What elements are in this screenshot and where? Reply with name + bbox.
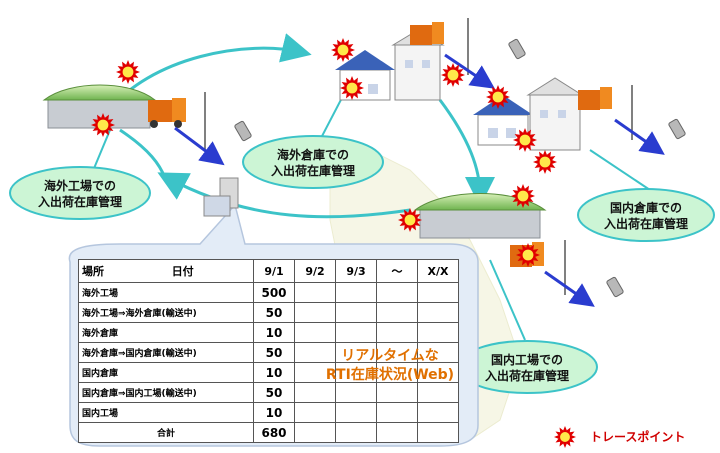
trace-point-icon: [533, 150, 557, 174]
trace-point-icon: [513, 128, 537, 152]
flow-arrow-bottom: [157, 172, 411, 219]
table-header-place-date: 場所 日付: [78, 259, 254, 283]
trace-point-icon: [516, 243, 540, 267]
legend-label: トレースポイント: [590, 430, 686, 444]
row-value: 50: [253, 302, 295, 323]
monitor-icon: [203, 177, 239, 217]
row-name: 国内倉庫: [78, 362, 254, 383]
column-header: X/X: [417, 259, 459, 283]
label-bubble-overseas-warehouse: [242, 135, 384, 189]
trace-point-icon: [331, 38, 355, 62]
domestic-factory-building: [413, 193, 547, 239]
label-domestic-warehouse: 国内倉庫での 入出荷在庫管理: [603, 201, 688, 231]
header-place: 場所: [82, 265, 104, 278]
row-value: 10: [253, 402, 295, 423]
forklift-domestic-warehouse: [578, 85, 686, 155]
row-value: 10: [253, 322, 295, 343]
realtime-status-text: リアルタイムな RTI在庫状況(Web): [325, 348, 455, 383]
row-name: 国内倉庫⇒国内工場(輸送中): [78, 382, 254, 403]
label-overseas-warehouse: 海外倉庫での 入出荷在庫管理: [270, 148, 355, 178]
total-label: 合計: [78, 422, 254, 443]
column-header: ～: [376, 259, 418, 283]
row-value: 10: [253, 362, 295, 383]
label-overseas-factory: 海外工場での 入出荷在庫管理: [37, 179, 122, 209]
trace-point-icon: [340, 76, 364, 100]
row-name: 海外工場⇒海外倉庫(輸送中): [78, 302, 254, 323]
header-date: 日付: [171, 265, 194, 278]
trace-point-icon: [398, 208, 422, 232]
label-domestic-factory: 国内工場での 入出荷在庫管理: [484, 353, 569, 383]
table-header-row: 場所 日付 9/1 9/2 9/3 ～ X/X: [78, 259, 459, 283]
label-bubble-domestic-warehouse: [577, 188, 715, 242]
row-name: 海外倉庫⇒国内倉庫(輸送中): [78, 342, 254, 363]
label-bubble-overseas-factory: [9, 166, 151, 220]
row-value: 50: [253, 382, 295, 403]
overseas-factory-building: [42, 84, 157, 129]
trace-point-icon: [441, 63, 465, 87]
total-value: 680: [253, 422, 295, 443]
trace-point-icon: [116, 60, 140, 84]
table-row: 国内倉庫⇒国内工場(輸送中)50: [78, 382, 459, 403]
table-row: 海外工場⇒海外倉庫(輸送中)50: [78, 302, 459, 323]
trace-point-icon: [486, 85, 510, 109]
flow-arrow-right: [438, 99, 495, 207]
column-header: 9/3: [335, 259, 377, 283]
forklift-overseas-warehouse: [410, 18, 526, 89]
trace-point-legend-icon: [554, 426, 576, 448]
trace-point-icon: [554, 426, 576, 448]
row-name: 海外工場: [78, 282, 254, 303]
forklift-overseas-factory: [148, 92, 252, 166]
trace-point-icon: [91, 113, 115, 137]
trace-point-icon: [511, 184, 535, 208]
row-name: 海外倉庫: [78, 322, 254, 343]
row-name: 国内工場: [78, 402, 254, 423]
flow-arrow-left: [119, 128, 167, 179]
column-header: 9/1: [253, 259, 295, 283]
row-value: 50: [253, 342, 295, 363]
row-value: 500: [253, 282, 295, 303]
column-header: 9/2: [294, 259, 336, 283]
